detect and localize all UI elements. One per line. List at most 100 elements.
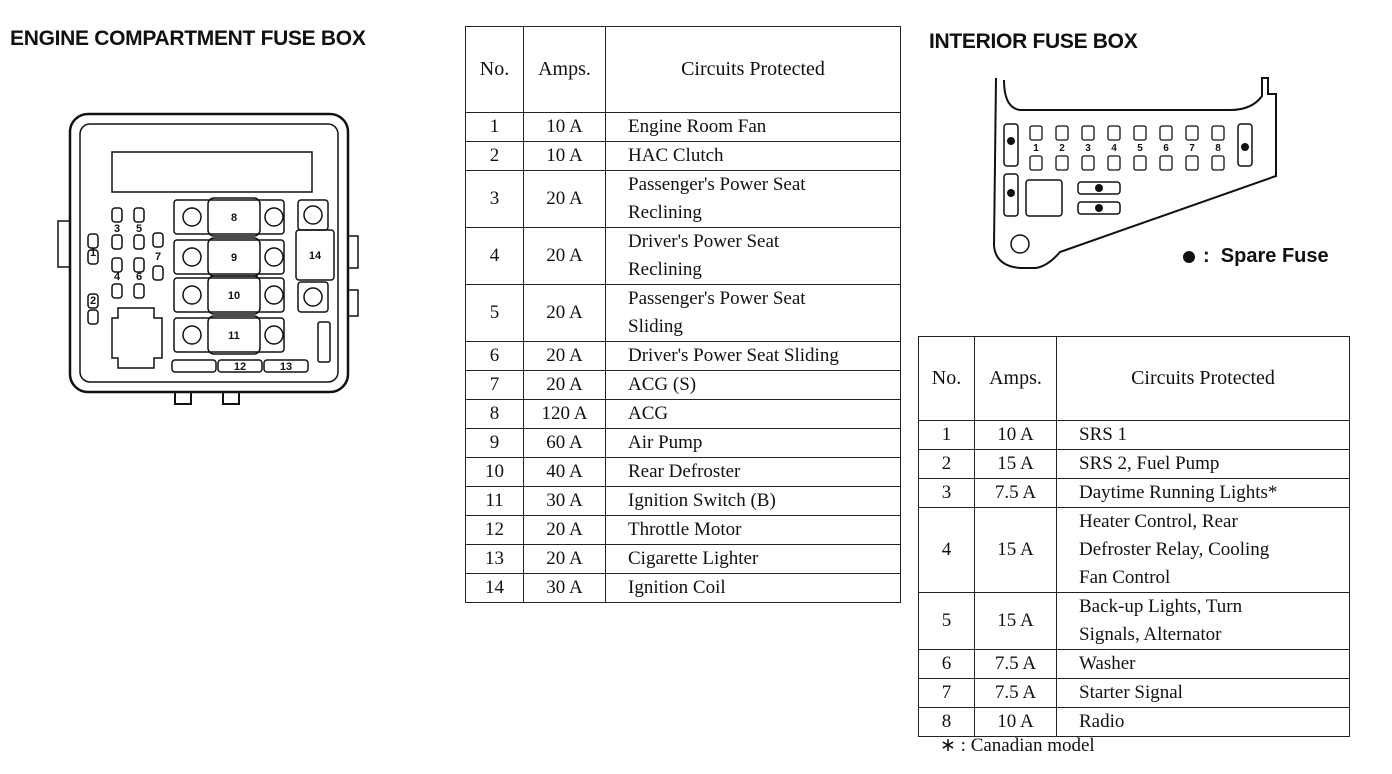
interior-fuse-box-diagram: 1 2 3 4 5 6 7 8 xyxy=(992,77,1277,269)
engine-fuse-label-4: 4 xyxy=(114,271,121,283)
cell-no: 3 xyxy=(918,478,975,508)
interior-header-no: No. xyxy=(918,336,975,421)
cell-amps: 10 A xyxy=(974,707,1057,737)
engine-header-circuits: Circuits Protected xyxy=(605,26,901,113)
legend-symbol: : xyxy=(1203,245,1210,267)
engine-fuse-label-6: 6 xyxy=(136,271,142,283)
spare-fuse-dot-icon xyxy=(1183,250,1195,263)
cell-amps: 20 A xyxy=(523,515,606,545)
engine-fuse-label-8: 8 xyxy=(231,212,237,224)
cell-no: 12 xyxy=(465,515,524,545)
cell-circuits: Rear Defroster xyxy=(605,457,901,487)
interior-fuse-label-6: 6 xyxy=(1163,143,1169,154)
cell-circuits: ACG (S) xyxy=(605,370,901,400)
cell-circuits: Driver's Power Seat Sliding xyxy=(605,341,901,371)
engine-fuse-label-13: 13 xyxy=(280,361,292,373)
cell-no: 14 xyxy=(465,573,524,603)
interior-fuse-label-2: 2 xyxy=(1059,143,1065,154)
engine-fuse-label-11: 11 xyxy=(228,330,240,342)
cell-circuits: ACG xyxy=(605,399,901,429)
interior-fuse-label-8: 8 xyxy=(1215,143,1221,154)
cell-amps: 40 A xyxy=(523,457,606,487)
cell-amps: 60 A xyxy=(523,428,606,458)
cell-amps: 20 A xyxy=(523,341,606,371)
cell-circuits: Passenger's Power Seat Reclining xyxy=(605,170,901,228)
legend-text: Spare Fuse xyxy=(1220,245,1329,267)
cell-circuits: Heater Control, Rear Defroster Relay, Co… xyxy=(1056,507,1350,593)
spare-fuse-dots xyxy=(1007,137,1249,212)
cell-amps: 20 A xyxy=(523,284,606,342)
cell-circuits: Throttle Motor xyxy=(605,515,901,545)
cell-no: 7 xyxy=(918,678,975,708)
engine-header-no: No. xyxy=(465,26,524,113)
cell-no: 10 xyxy=(465,457,524,487)
cell-circuits: SRS 2, Fuel Pump xyxy=(1056,449,1350,479)
engine-fuse-label-7: 7 xyxy=(155,251,161,263)
cell-amps: 20 A xyxy=(523,170,606,228)
engine-fuse-label-3: 3 xyxy=(114,223,120,235)
interior-fuse-box-title: INTERIOR FUSE BOX xyxy=(929,30,1138,53)
engine-fuse-label-10: 10 xyxy=(228,290,240,302)
cell-circuits: Radio xyxy=(1056,707,1350,737)
interior-fuse-label-7: 7 xyxy=(1189,143,1195,154)
cell-circuits: SRS 1 xyxy=(1056,420,1350,450)
cell-amps: 20 A xyxy=(523,370,606,400)
engine-fuse-label-1: 1 xyxy=(90,247,96,259)
engine-fuse-label-12: 12 xyxy=(234,361,246,373)
engine-fuse-label-5: 5 xyxy=(136,223,142,235)
housing-inner-outline xyxy=(79,123,339,383)
cell-amps: 20 A xyxy=(523,227,606,285)
engine-header-amps: Amps. xyxy=(523,26,606,113)
cell-amps: 20 A xyxy=(523,544,606,574)
engine-fuse-box-title: ENGINE COMPARTMENT FUSE BOX xyxy=(10,27,366,50)
interior-header-circuits: Circuits Protected xyxy=(1056,336,1350,421)
canadian-model-footnote: ∗ : Canadian model xyxy=(940,735,1095,756)
engine-fuse-label-2: 2 xyxy=(90,295,96,307)
interior-fuse-label-1: 1 xyxy=(1033,143,1039,154)
cell-no: 11 xyxy=(465,486,524,516)
interior-header-amps: Amps. xyxy=(974,336,1057,421)
cell-no: 8 xyxy=(465,399,524,429)
cell-no: 3 xyxy=(465,170,524,228)
cell-circuits: Air Pump xyxy=(605,428,901,458)
cell-amps: 15 A xyxy=(974,449,1057,479)
cell-circuits: Passenger's Power Seat Sliding xyxy=(605,284,901,342)
spare-fuse-legend: : Spare Fuse xyxy=(1183,245,1329,268)
cell-no: 13 xyxy=(465,544,524,574)
cell-circuits: HAC Clutch xyxy=(605,141,901,171)
cell-no: 2 xyxy=(465,141,524,171)
engine-fuse-label-14: 14 xyxy=(309,250,322,262)
cell-circuits: Ignition Coil xyxy=(605,573,901,603)
cell-no: 7 xyxy=(465,370,524,400)
cell-amps: 10 A xyxy=(523,141,606,171)
cell-circuits: Starter Signal xyxy=(1056,678,1350,708)
cell-amps: 30 A xyxy=(523,486,606,516)
cell-no: 2 xyxy=(918,449,975,479)
cell-no: 1 xyxy=(918,420,975,450)
cell-circuits: Ignition Switch (B) xyxy=(605,486,901,516)
engine-fuse-label-9: 9 xyxy=(231,252,237,264)
cell-no: 9 xyxy=(465,428,524,458)
cell-no: 6 xyxy=(918,649,975,679)
cell-no: 5 xyxy=(465,284,524,342)
engine-fuse-box-diagram: 1 2 3 4 5 6 7 8 9 10 11 12 13 14 xyxy=(57,112,359,405)
